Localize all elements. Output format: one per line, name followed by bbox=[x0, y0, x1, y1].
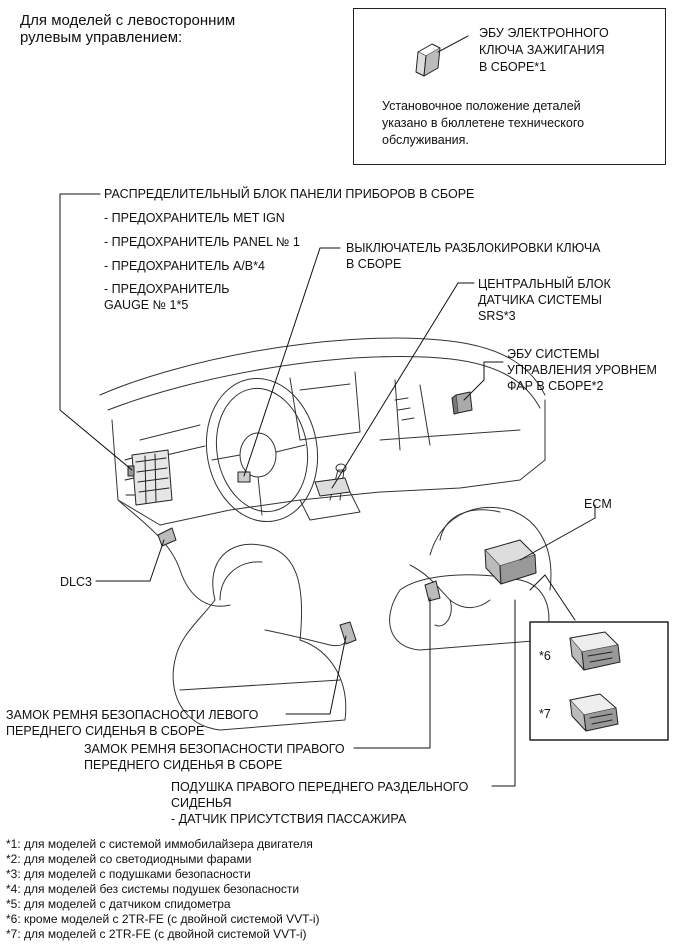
key-unlock-switch bbox=[237, 471, 251, 483]
ecm-unit bbox=[484, 539, 537, 585]
ignition-key-ecu-label-1: ЭБУ ЭЛЕКТРОННОГО bbox=[479, 26, 609, 40]
footnote-1: *1: для моделей с системой иммобилайзера… bbox=[6, 837, 313, 851]
left-buckle-label-2: ПЕРЕДНЕГО СИДЕНЬЯ В СБОРЕ bbox=[6, 724, 205, 738]
legend-note-1: Установочное положение деталей bbox=[382, 99, 581, 113]
footnote-7: *7: для моделей с 2TR-FE (с двойной сист… bbox=[6, 927, 307, 941]
footnote-5: *5: для моделей с датчиком спидометра bbox=[6, 897, 231, 911]
header-line-1: Для моделей с левосторонним bbox=[20, 12, 236, 29]
srs-sensor-label-1: ЦЕНТРАЛЬНЫЙ БЛОК bbox=[478, 277, 611, 291]
seatbelt-buckles bbox=[339, 580, 441, 645]
srs-sensor-label-3: SRS*3 bbox=[478, 309, 516, 323]
headlight-leveling-ecu bbox=[451, 391, 473, 415]
fuse-gauge-label-2: GAUGE № 1*5 bbox=[104, 298, 189, 312]
footnote-6: *6: кроме моделей с 2TR-FE (с двойной си… bbox=[6, 912, 320, 926]
unlock-switch-label-1: ВЫКЛЮЧАТЕЛЬ РАЗБЛОКИРОВКИ КЛЮЧА bbox=[346, 241, 601, 255]
ecm-variant-6-icon bbox=[569, 631, 621, 671]
leader-lines bbox=[59, 193, 596, 787]
footnote-2: *2: для моделей со светодиодными фарами bbox=[6, 852, 252, 866]
dashboard-outline bbox=[99, 337, 546, 607]
junction-block bbox=[124, 449, 173, 506]
headlight-ecu-label-2: УПРАВЛЕНИЯ УРОВНЕМ bbox=[507, 363, 657, 377]
fuse-ab-label: - ПРЕДОХРАНИТЕЛЬ A/B*4 bbox=[104, 259, 265, 273]
fuse-gauge-label-1: - ПРЕДОХРАНИТЕЛЬ bbox=[104, 282, 230, 296]
ecm-variant-7-label: *7 bbox=[539, 707, 551, 721]
left-buckle-label-1: ЗАМОК РЕМНЯ БЕЗОПАСНОСТИ ЛЕВОГО bbox=[6, 708, 259, 722]
left-front-seat bbox=[172, 543, 347, 731]
right-buckle-label-1: ЗАМОК РЕМНЯ БЕЗОПАСНОСТИ ПРАВОГО bbox=[84, 742, 345, 756]
ignition-key-ecu-label-3: В СБОРЕ*1 bbox=[479, 60, 547, 74]
seat-cushion-label-3: - ДАТЧИК ПРИСУТСТВИЯ ПАССАЖИРА bbox=[171, 812, 407, 826]
ignition-key-ecu-icon bbox=[415, 35, 469, 77]
ecm-variant-7-icon bbox=[569, 693, 619, 732]
srs-sensor-label-2: ДАТЧИКА СИСТЕМЫ bbox=[478, 293, 602, 307]
ecm-variant-6-label: *6 bbox=[539, 649, 551, 663]
dlc3-connector bbox=[157, 527, 177, 547]
wiring-harness bbox=[264, 564, 491, 647]
right-buckle-label-2: ПЕРЕДНЕГО СИДЕНЬЯ В СБОРЕ bbox=[84, 758, 283, 772]
headlight-ecu-label-1: ЭБУ СИСТЕМЫ bbox=[507, 347, 600, 361]
fuse-panel-label: - ПРЕДОХРАНИТЕЛЬ PANEL № 1 bbox=[104, 235, 300, 249]
fuse-met-ign-label: - ПРЕДОХРАНИТЕЛЬ MET IGN bbox=[104, 211, 285, 225]
steering-wheel bbox=[205, 377, 319, 523]
right-front-seat bbox=[389, 506, 552, 651]
legend-note-3: обслуживания. bbox=[382, 133, 469, 147]
ignition-key-ecu-label-2: КЛЮЧА ЗАЖИГАНИЯ bbox=[479, 43, 605, 57]
unlock-switch-label-2: В СБОРЕ bbox=[346, 257, 402, 271]
legend-note-2: указано в бюллетене технического bbox=[382, 116, 585, 130]
junction-block-label: РАСПРЕДЕЛИТЕЛЬНЫЙ БЛОК ПАНЕЛИ ПРИБОРОВ В… bbox=[104, 187, 475, 201]
footnote-4: *4: для моделей без системы подушек безо… bbox=[6, 882, 300, 896]
dlc3-label: DLC3 bbox=[60, 575, 92, 589]
seat-cushion-label-1: ПОДУШКА ПРАВОГО ПЕРЕДНЕГО РАЗДЕЛЬНОГО bbox=[171, 780, 469, 794]
headlight-ecu-label-3: ФАР В СБОРЕ*2 bbox=[507, 379, 604, 393]
seat-cushion-label-2: СИДЕНЬЯ bbox=[171, 796, 232, 810]
ecm-label: ECM bbox=[584, 497, 612, 511]
footnote-3: *3: для моделей с подушками безопасности bbox=[6, 867, 251, 881]
header-line-2: рулевым управлением: bbox=[20, 29, 183, 46]
legend-box bbox=[353, 8, 666, 165]
